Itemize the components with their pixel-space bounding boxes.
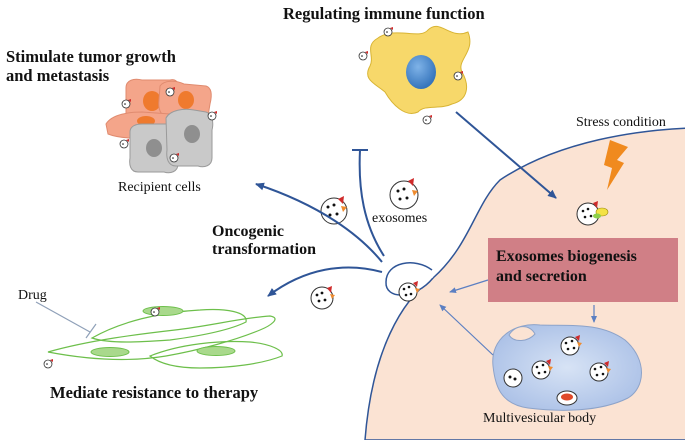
mvb-vesicle-empty (503, 368, 523, 388)
arrow-to-resistance (267, 266, 383, 297)
inhibit-to-immune (358, 149, 385, 257)
free-exosome (310, 286, 335, 310)
label-biogenesis-1: Exosomes biogenesis (496, 248, 637, 265)
tiny-exosome (43, 359, 53, 369)
tiny-exosome (358, 51, 368, 61)
drug-inhibit (35, 301, 91, 333)
immune-nucleus (406, 55, 436, 89)
fibroblast-cells (47, 308, 283, 369)
stress-vesicle (576, 201, 609, 226)
label-drug: Drug (18, 288, 47, 303)
mvb-vesicle-cargo (556, 390, 578, 406)
arrow-to-recipient (255, 182, 383, 263)
label-mvb: Multivesicular body (483, 411, 597, 426)
multivesicular-body (492, 324, 642, 411)
arrow-from-immune (455, 111, 557, 199)
free-exosome (389, 178, 419, 210)
lightning-icon (604, 140, 628, 190)
budding-exosome (398, 281, 420, 302)
label-stress: Stress condition (576, 115, 666, 130)
label-resistance: Mediate resistance to therapy (50, 383, 259, 402)
label-biogenesis-2: and secretion (496, 268, 587, 285)
tiny-exosome (207, 111, 217, 121)
label-tumor: Stimulate tumor growth and metastasis (6, 47, 176, 85)
tiny-exosome (119, 139, 129, 149)
label-exosomes: exosomes (372, 211, 428, 226)
label-oncogenic: Oncogenic transformation (212, 223, 316, 259)
label-immune: Regulating immune function (283, 4, 485, 23)
tiny-exosome (453, 71, 463, 81)
mvb-vesicle (589, 361, 611, 382)
mvb-vesicle (531, 359, 553, 380)
tiny-exosome (150, 307, 160, 317)
mvb-vesicle (560, 335, 582, 356)
tiny-exosome (422, 115, 432, 125)
free-exosome (320, 196, 348, 225)
tiny-exosome (121, 99, 131, 109)
tiny-exosome (383, 27, 393, 37)
tiny-exosome (165, 87, 175, 97)
label-recipient: Recipient cells (118, 180, 201, 195)
biogenesis-box: Exosomes biogenesis and secretion (488, 238, 678, 302)
tiny-exosome (169, 153, 179, 163)
